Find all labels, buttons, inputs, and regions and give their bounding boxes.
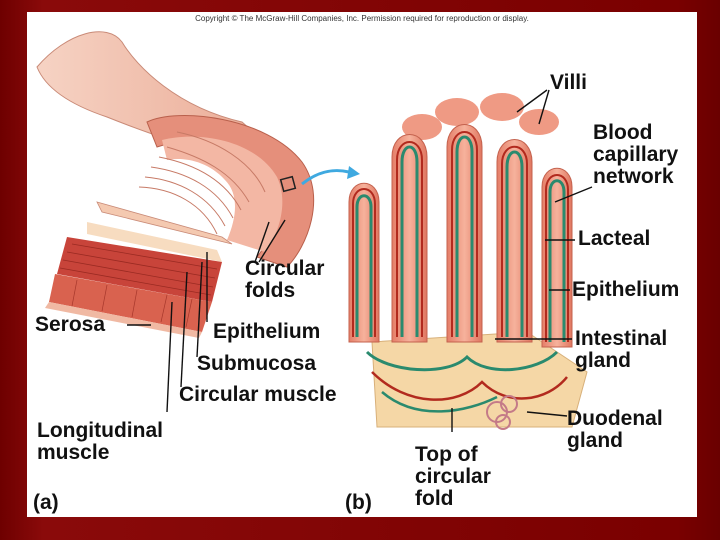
label-intestinal-gland-line2: gland [575,350,667,372]
villus-5 [542,168,572,347]
panel-a-letter: (a) [33,492,59,514]
zoom-arrow-head [347,166,360,179]
label-lacteal: Lacteal [578,228,650,250]
label-villi: Villi [550,72,587,94]
label-circular-folds-line1: Circular [245,258,324,280]
label-circular-folds-line2: folds [245,280,324,302]
label-top-fold-line3: fold [415,488,491,510]
label-longitudinal-muscle-line2: muscle [37,442,163,464]
label-top-fold-line1: Top of [415,444,491,466]
label-top-fold-line2: circular [415,466,491,488]
label-circular-muscle: Circular muscle [179,384,337,406]
label-duodenal-gland: Duodenal gland [567,408,663,452]
villus-3 [447,125,482,343]
label-submucosa: Submucosa [197,353,316,375]
label-top-of-circular-fold: Top of circular fold [415,444,491,510]
label-epithelium-a: Epithelium [213,321,320,343]
label-blood-capillary-line2: capillary [593,144,678,166]
figure-panel: Copyright © The McGraw-Hill Companies, I… [27,12,697,517]
villus-1 [349,183,379,342]
villi-cross-section [349,93,587,429]
villus-2 [392,135,427,343]
villus-4 [497,140,532,343]
label-circular-folds: Circular folds [245,258,324,302]
panel-b-letter: (b) [345,492,372,514]
label-serosa: Serosa [35,314,105,336]
label-blood-capillary-network: Blood capillary network [593,122,678,188]
label-epithelium-b: Epithelium [572,279,679,301]
label-duodenal-gland-line1: Duodenal [567,408,663,430]
label-blood-capillary-line1: Blood [593,122,678,144]
label-blood-capillary-line3: network [593,166,678,188]
label-longitudinal-muscle-line1: Longitudinal [37,420,163,442]
label-longitudinal-muscle: Longitudinal muscle [37,420,163,464]
label-intestinal-gland: Intestinal gland [575,328,667,372]
label-intestinal-gland-line1: Intestinal [575,328,667,350]
label-duodenal-gland-line2: gland [567,430,663,452]
